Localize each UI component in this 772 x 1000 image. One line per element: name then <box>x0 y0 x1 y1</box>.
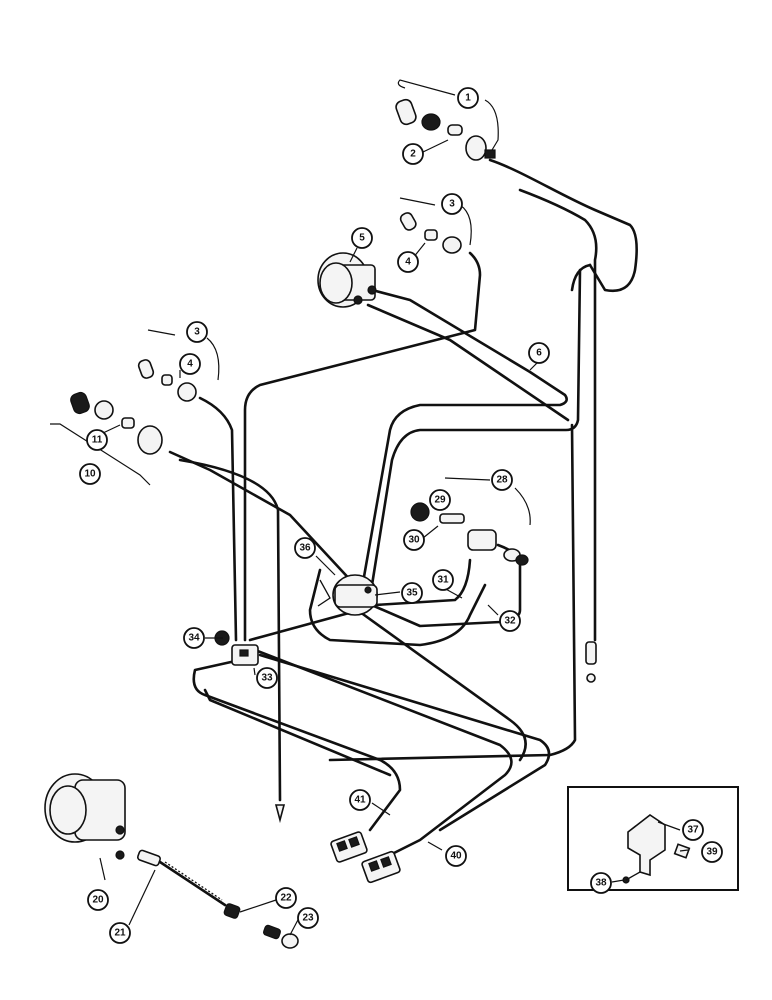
wire-right-vertical-a <box>370 268 582 587</box>
callout-41: 41 <box>349 789 371 811</box>
lamp-assembly-left <box>70 391 163 455</box>
callout-36: 36 <box>294 537 316 559</box>
svg-text:21: 21 <box>114 928 126 939</box>
callout-30: 30 <box>403 529 425 551</box>
wire-lower-harness-a <box>192 658 402 832</box>
callout-38: 38 <box>590 872 612 894</box>
svg-text:31: 31 <box>437 575 449 586</box>
svg-text:1: 1 <box>465 93 471 104</box>
wire-left-lamp-main <box>168 450 357 587</box>
connector-block-33 <box>214 630 259 666</box>
wire-harness <box>168 158 638 857</box>
leader-lines <box>50 79 689 936</box>
cable-end-23 <box>263 924 299 949</box>
svg-text:41: 41 <box>354 795 366 806</box>
wire-top-lamp-2 <box>518 188 598 642</box>
harness-connector-41 <box>330 831 368 863</box>
wire-lower-harness-d <box>358 610 527 762</box>
svg-text:29: 29 <box>434 495 446 506</box>
svg-text:2: 2 <box>410 149 416 160</box>
svg-text:3: 3 <box>194 327 200 338</box>
svg-text:10: 10 <box>84 469 96 480</box>
wire-left-lamp-down <box>178 458 282 802</box>
lamp-assembly-top <box>395 98 496 161</box>
wire-lower-harness-c <box>258 653 551 832</box>
callout-5: 5 <box>351 227 373 249</box>
wire-gauge5-up <box>243 251 482 642</box>
svg-text:33: 33 <box>261 673 273 684</box>
callout-40: 40 <box>445 845 467 867</box>
wire-left-lamp-upper <box>198 396 238 642</box>
switch-assembly-28 <box>410 502 529 566</box>
svg-text:40: 40 <box>450 851 462 862</box>
callout-2: 2 <box>402 143 424 165</box>
callout-11: 11 <box>86 429 108 451</box>
drive-cable-21 <box>136 849 241 919</box>
svg-text:30: 30 <box>408 535 420 546</box>
callout-1: 1 <box>457 87 479 109</box>
callout-3: 3 <box>186 321 208 343</box>
callout-23: 23 <box>297 907 319 929</box>
svg-text:4: 4 <box>405 257 411 268</box>
callout-4: 4 <box>179 353 201 375</box>
gauge-5 <box>317 252 377 308</box>
callout-35: 35 <box>401 582 423 604</box>
callout-29: 29 <box>429 489 451 511</box>
callout-28: 28 <box>491 469 513 491</box>
svg-text:37: 37 <box>687 825 699 836</box>
wire-switch-loop-31 <box>373 558 472 607</box>
svg-text:28: 28 <box>496 475 508 486</box>
callout-37: 37 <box>682 819 704 841</box>
callout-4: 4 <box>397 251 419 273</box>
wire-gauge5-a <box>360 288 568 590</box>
svg-text:22: 22 <box>280 893 292 904</box>
svg-text:5: 5 <box>359 233 365 244</box>
wire-gauge5-b <box>366 303 570 422</box>
svg-text:4: 4 <box>187 359 193 370</box>
callout-10: 10 <box>79 463 101 485</box>
tachometer-20 <box>44 773 126 860</box>
callout-39: 39 <box>701 841 723 863</box>
callout-32: 32 <box>499 610 521 632</box>
callout-22: 22 <box>275 887 297 909</box>
svg-text:38: 38 <box>595 878 607 889</box>
svg-text:32: 32 <box>504 616 516 627</box>
wire-loop-32 <box>308 568 487 647</box>
svg-text:36: 36 <box>299 543 311 554</box>
bulb-socket-upper <box>399 212 462 254</box>
svg-text:23: 23 <box>302 913 314 924</box>
inset-bracket-box <box>567 786 739 891</box>
svg-text:6: 6 <box>536 348 542 359</box>
svg-text:20: 20 <box>92 895 104 906</box>
callout-3: 3 <box>441 193 463 215</box>
svg-text:11: 11 <box>92 435 103 446</box>
inline-connector-right <box>585 641 597 683</box>
svg-text:3: 3 <box>449 199 455 210</box>
callout-33: 33 <box>256 667 278 689</box>
ignition-switch <box>317 574 378 616</box>
harness-connector-40 <box>361 850 401 884</box>
svg-text:35: 35 <box>406 588 418 599</box>
callout-20: 20 <box>87 889 109 911</box>
wire-lower-harness-e <box>248 608 362 642</box>
callout-34: 34 <box>183 627 205 649</box>
wire-lower-harness-f <box>203 688 392 777</box>
ground-terminal <box>274 804 286 824</box>
callout-31: 31 <box>432 569 454 591</box>
svg-text:34: 34 <box>188 633 200 644</box>
wire-right-vertical-b <box>570 263 592 292</box>
wire-top-lamp <box>488 158 638 293</box>
wire-lower-harness-b <box>253 648 513 857</box>
callout-21: 21 <box>109 922 131 944</box>
svg-text:39: 39 <box>706 847 718 858</box>
bulb-socket-left <box>137 359 197 402</box>
callout-6: 6 <box>528 342 550 364</box>
